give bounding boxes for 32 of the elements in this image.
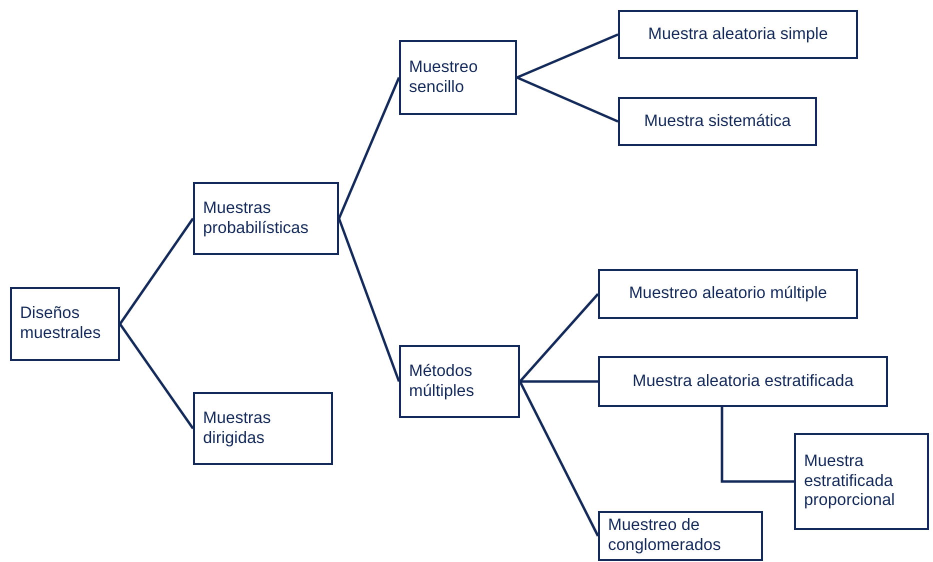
category-label: Muestras dirigidas [203, 408, 272, 448]
connector-line [338, 77, 400, 219]
category-box [598, 356, 888, 407]
connector-line [519, 293, 599, 382]
category-box [399, 40, 517, 115]
category-box [618, 97, 817, 146]
category-box [598, 511, 763, 561]
category-label: Muestra aleatoria simple [648, 24, 828, 44]
connector-line [720, 407, 794, 483]
category-label: Métodos múltiples [409, 362, 476, 402]
category-box [193, 182, 339, 255]
category-box [598, 269, 858, 319]
category-label: Muestras probabilísticas [203, 198, 310, 238]
category-box [399, 345, 520, 418]
category-box [193, 392, 333, 465]
connector-line [118, 323, 194, 430]
category-label: Muestra estratificada proporcional [804, 452, 896, 512]
category-label: Muestra aleatoria estratificada [632, 372, 854, 392]
connector-line [520, 380, 598, 383]
connector-line [118, 218, 194, 325]
category-label: Muestreo aleatorio múltiple [628, 284, 828, 304]
connector-line [338, 218, 400, 382]
category-label: Muestreo de conglomerados [608, 516, 722, 556]
category-label: Diseños muestrales [20, 304, 102, 344]
category-label: Muestra sistemática [644, 112, 791, 132]
connector-line [518, 380, 600, 537]
connector-line [516, 76, 618, 123]
category-box [618, 10, 858, 59]
category-box [794, 433, 929, 530]
connector-line [516, 33, 618, 79]
category-box [10, 287, 120, 361]
category-label: Muestreo sencillo [409, 58, 479, 98]
